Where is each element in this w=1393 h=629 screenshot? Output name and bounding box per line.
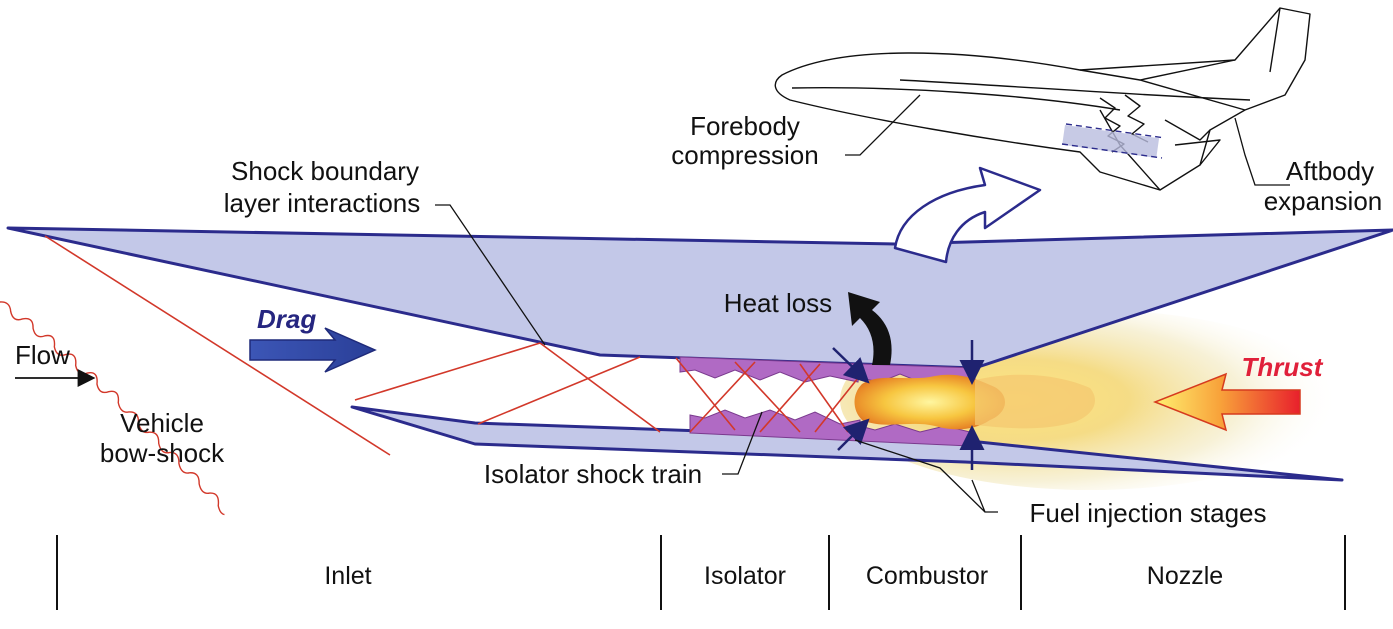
thrust-label: Thrust [1242, 352, 1324, 382]
hypersonic-vehicle-sketch [774, 7, 1311, 191]
forebody-label-line2: compression [671, 140, 818, 170]
aftbody-label-line2: expansion [1264, 186, 1383, 216]
flame-trail [975, 374, 1095, 429]
inlet-shock-lines [44, 235, 859, 456]
drag-arrow [249, 327, 377, 373]
fuel-injection-label: Fuel injection stages [1029, 498, 1266, 528]
drag-label: Drag [257, 304, 316, 334]
combustion-flame [854, 374, 1005, 430]
shock-boundary-label-line1: Shock boundary [231, 156, 419, 186]
section-nozzle: Nozzle [1147, 562, 1223, 590]
flow-label: Flow [15, 340, 70, 370]
section-inlet: Inlet [324, 562, 371, 590]
vehicle-bow-shock-wave [0, 301, 225, 516]
forebody-label-line1: Forebody [690, 111, 800, 141]
heat-loss-label: Heat loss [724, 288, 832, 318]
heat-loss-arrow [848, 292, 892, 365]
section-isolator: Isolator [704, 562, 786, 590]
vehicle-label: Vehicle [120, 408, 204, 438]
section-dividers [56, 535, 1346, 610]
vehicle-link-arrow [893, 166, 1042, 264]
leader-lines [435, 94, 1290, 513]
thrust-arrow [1152, 372, 1301, 432]
shock-boundary-label-line2: layer interactions [224, 188, 421, 218]
upper-duct-wall [6, 226, 1393, 370]
isolator-shock-train-label: Isolator shock train [484, 459, 702, 489]
fuel-injector-arrows [832, 340, 985, 470]
section-combustor: Combustor [866, 562, 988, 590]
aftbody-label-line1: Aftbody [1286, 156, 1374, 186]
bow-shock-label: bow-shock [100, 438, 225, 468]
